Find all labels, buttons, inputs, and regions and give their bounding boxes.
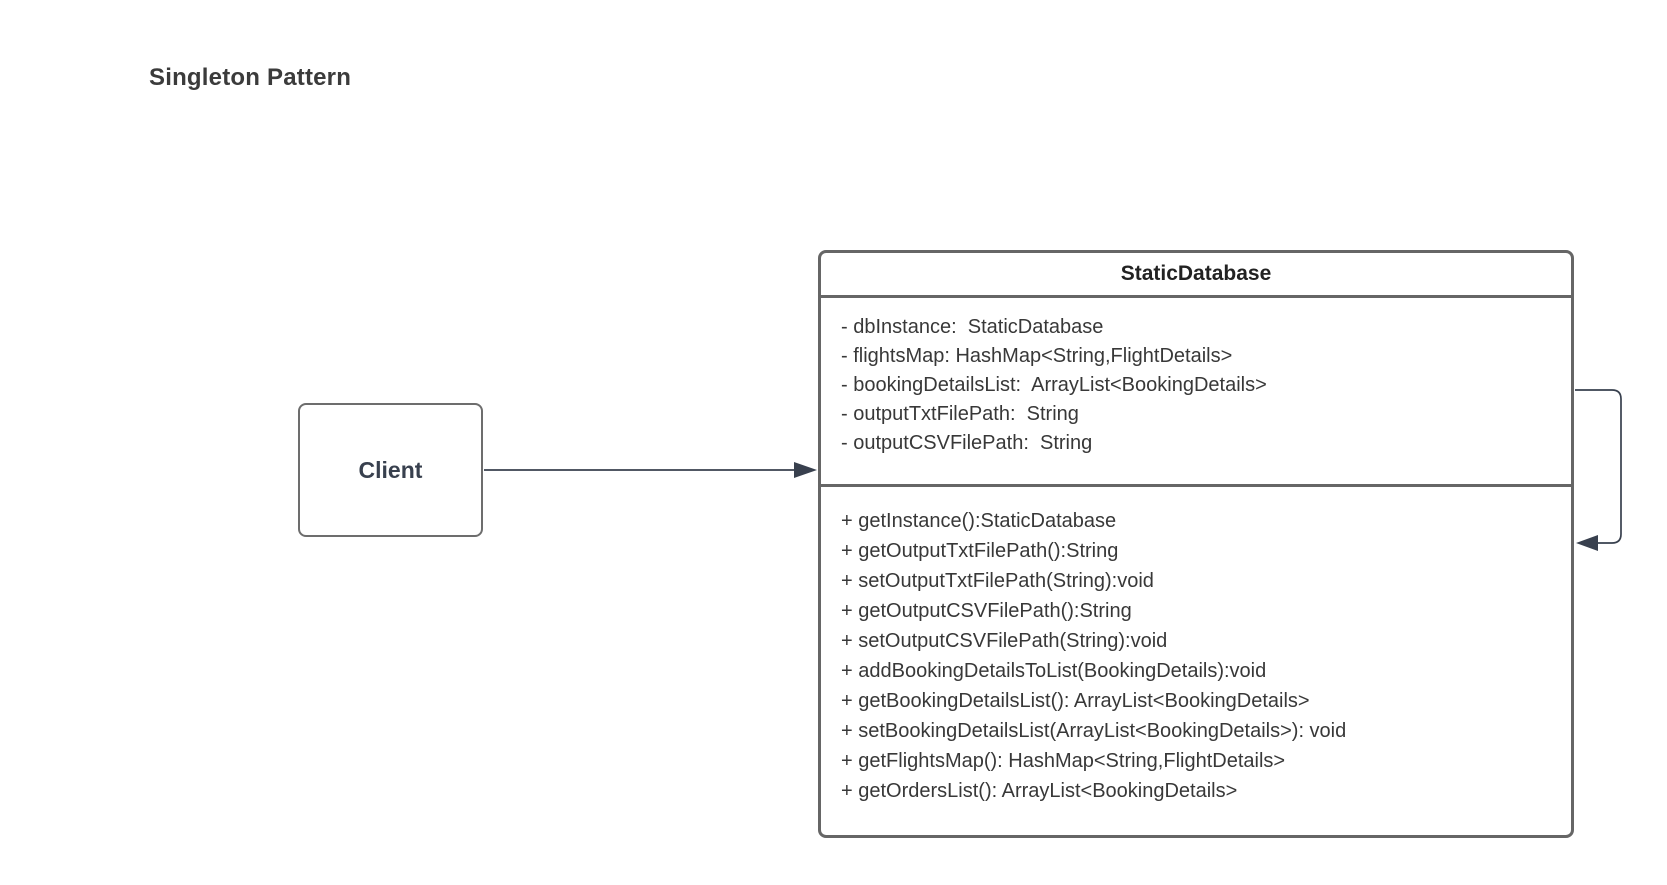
class-method: + getOrdersList(): ArrayList<BookingDeta… — [841, 780, 1238, 802]
class-method: + getFlightsMap(): HashMap<String,Flight… — [841, 750, 1286, 772]
class-attribute: - bookingDetailsList: ArrayList<BookingD… — [841, 374, 1267, 396]
diagram-title: Singleton Pattern — [149, 64, 352, 91]
class-method: + addBookingDetailsToList(BookingDetails… — [841, 660, 1267, 682]
class-methods-section: + getInstance():StaticDatabase + getOutp… — [821, 487, 1571, 835]
arrowhead-right-icon — [794, 462, 817, 478]
class-attribute: - flightsMap: HashMap<String,FlightDetai… — [841, 345, 1233, 367]
class-attribute: - outputCSVFilePath: String — [841, 432, 1093, 454]
class-method: + getOutputCSVFilePath():String — [841, 600, 1132, 622]
class-attribute: - outputTxtFilePath: String — [841, 403, 1079, 425]
class-attribute: - dbInstance: StaticDatabase — [841, 316, 1104, 338]
class-name-header: StaticDatabase — [821, 253, 1571, 298]
class-method: + setBookingDetailsList(ArrayList<Bookin… — [841, 720, 1347, 742]
arrowhead-left-icon — [1576, 535, 1598, 551]
class-method: + getBookingDetailsList(): ArrayList<Boo… — [841, 690, 1310, 712]
class-method: + getInstance():StaticDatabase — [841, 510, 1117, 532]
self-reference-arrow[interactable] — [1575, 389, 1622, 551]
staticdatabase-class-box[interactable]: StaticDatabase - dbInstance: StaticDatab… — [818, 250, 1574, 838]
class-method: + setOutputTxtFilePath(String):void — [841, 570, 1154, 592]
class-method: + getOutputTxtFilePath():String — [841, 540, 1119, 562]
client-to-database-arrow[interactable] — [484, 462, 817, 478]
class-attributes-section: - dbInstance: StaticDatabase - flightsMa… — [821, 298, 1571, 487]
class-method: + setOutputCSVFilePath(String):void — [841, 630, 1168, 652]
client-class-name: Client — [358, 456, 423, 483]
client-class-box[interactable]: Client — [298, 403, 483, 537]
